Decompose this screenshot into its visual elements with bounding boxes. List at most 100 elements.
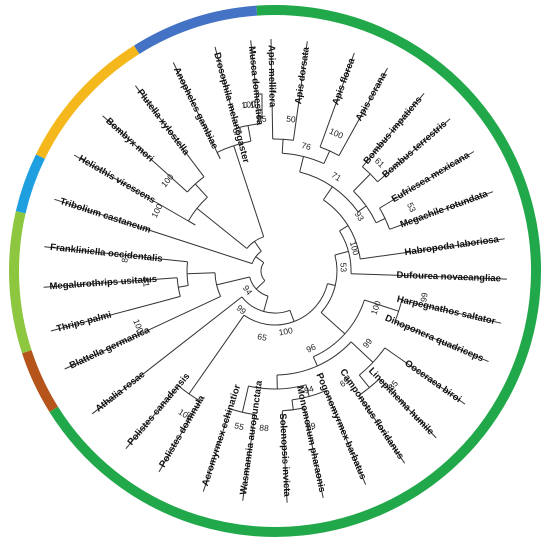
branch-line [168, 385, 179, 398]
branch-line [362, 157, 371, 168]
branch-line [233, 145, 265, 237]
branch-line [312, 356, 318, 367]
tip-branch [250, 40, 259, 107]
branch-line [364, 299, 399, 312]
group-arc-coleoptera [15, 154, 45, 214]
branch-arc [299, 171, 359, 213]
taxon-label: Ooceraea biroi [402, 358, 463, 405]
branch-arc [313, 299, 365, 358]
branch-line [358, 395, 370, 411]
branch-line [194, 183, 208, 198]
branch-line [190, 400, 201, 417]
tip-branch [340, 425, 367, 485]
branch-line [319, 133, 326, 148]
branch-line [320, 312, 346, 335]
tip-branch [307, 425, 324, 499]
bootstrap-value: 93 [353, 209, 367, 223]
branch-line [389, 221, 409, 230]
branch-line [188, 314, 245, 395]
group-arc-blattodea [22, 350, 58, 412]
taxon-label: Habropoda laboriosa [404, 234, 500, 258]
branch-line [255, 256, 265, 264]
taxon-label: Tribolium castaneum [58, 196, 152, 236]
bootstrap-value: 53 [405, 201, 418, 214]
bootstrap-value: 99 [361, 336, 375, 350]
branch-line [378, 378, 395, 396]
branch-line [233, 116, 238, 129]
branch-arc [260, 262, 266, 282]
tip-branch [417, 303, 502, 324]
branch-line [325, 390, 342, 426]
tip-branch [102, 115, 172, 178]
branch-line [384, 347, 415, 369]
branch-line [401, 299, 418, 305]
bootstrap-value: 94 [303, 383, 315, 395]
branch-line [257, 106, 260, 124]
bootstrap-value: 95 [257, 113, 268, 124]
branch-arc [353, 190, 377, 224]
taxon-label: Athalia rosae [94, 369, 148, 414]
branch-line [299, 156, 304, 173]
branch-line [350, 341, 374, 363]
tip-branch [414, 368, 466, 405]
bootstrap-value: 94 [232, 125, 244, 137]
tip-branch [214, 46, 235, 117]
bootstrap-value: 81 [119, 252, 130, 263]
branch-arc [323, 199, 361, 260]
taxon-label: Apis cerana [354, 70, 390, 123]
branch-arc [241, 296, 291, 314]
branch-line [163, 277, 178, 280]
branch-line [178, 285, 189, 288]
bootstrap-value: 76 [300, 140, 312, 152]
branch-line [338, 143, 347, 156]
tip-branch [64, 333, 140, 370]
tip-branch [54, 198, 209, 250]
tip-branch [125, 397, 170, 450]
scale-bar: 0.1 [243, 93, 263, 119]
tip-branch [429, 275, 507, 280]
taxonomic-group-ring [9, 5, 542, 537]
branch-line [358, 374, 370, 388]
bootstrap-value: 100 [159, 172, 176, 190]
taxon-label: Monomorium pharaonis [294, 385, 327, 493]
branch-line [350, 273, 430, 277]
branch-arc [246, 236, 264, 249]
branch-line [189, 157, 205, 178]
bootstrap-value: 50 [286, 114, 297, 125]
branch-line [247, 125, 252, 142]
tip-branch [44, 246, 154, 259]
branch-line [379, 203, 387, 209]
branch-arc [282, 152, 325, 165]
bootstrap-value: 99 [418, 291, 430, 302]
branch-line [289, 310, 295, 322]
branch-line [186, 272, 216, 275]
branch-arc [339, 230, 352, 274]
branch-arc [243, 283, 328, 326]
branch-line [158, 295, 181, 303]
branch-line [305, 384, 310, 397]
bootstrap-value: 99 [235, 303, 249, 317]
tree-branches [43, 38, 507, 503]
branch-arc [320, 254, 338, 313]
tip-branch [202, 423, 227, 492]
branch-line [196, 208, 248, 249]
tip-branch [158, 416, 192, 473]
taxon-label: Bombyx mori [103, 116, 155, 165]
bootstrap-value: 94 [241, 283, 255, 297]
tip-branch [282, 430, 288, 503]
taxon-label: Apis florea [330, 56, 357, 107]
scale-bar-label: 0.1 [243, 100, 255, 110]
branch-line [156, 296, 243, 364]
branch-line [394, 321, 414, 331]
group-arc-thysanoptera [9, 211, 32, 354]
tip-branch [91, 362, 158, 415]
tip-branch [386, 151, 475, 205]
branch-line [292, 122, 297, 141]
tip-branch [295, 41, 308, 123]
group-arc-hymenoptera [49, 5, 542, 537]
bootstrap-value: 65 [257, 331, 268, 343]
branch-line [208, 248, 253, 265]
branch-line [339, 225, 349, 232]
tip-branch [324, 52, 355, 134]
